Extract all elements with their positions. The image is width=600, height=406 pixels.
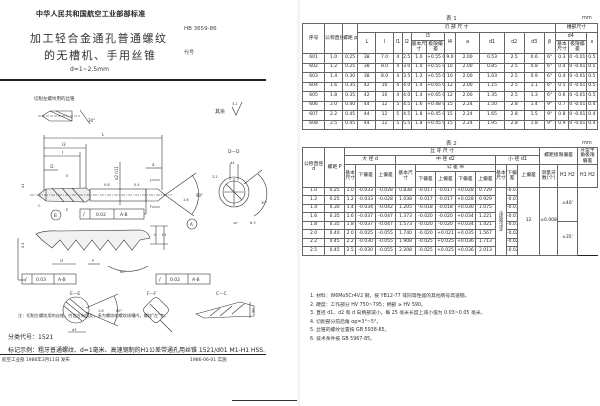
title-line-2: 的无槽机、手用丝锥	[44, 49, 157, 62]
svg-text:l: l	[62, 150, 63, 155]
note-5: 5. 丝锥的螺纹位置按 GB 5938-85。	[310, 328, 390, 333]
header-rule	[0, 79, 266, 81]
svg-text:l3: l3	[62, 142, 66, 147]
note-3: 3. 直径 d1、d2 和 d 向柄部减小，每 25 毫米长度上减小值为 0.0…	[310, 311, 486, 316]
issue-date: 航空工业部 1986年3月11日 发布	[2, 358, 70, 363]
tolerance-frame-2: / 0.03 A-B	[21, 273, 77, 285]
svg-text:l3: l3	[60, 259, 63, 263]
svg-text:/: /	[25, 277, 27, 283]
svg-text:D—D: D—D	[228, 149, 240, 155]
svg-text:E: E	[66, 174, 68, 178]
svg-text:d1: d1	[21, 184, 25, 188]
page-gutter	[297, 0, 301, 406]
svg-text:30°: 30°	[88, 118, 95, 123]
roughness-label: 其余	[215, 108, 225, 115]
title-line-1: 加工轻合金通孔普通螺纹	[30, 32, 168, 45]
svg-text:0.03: 0.03	[36, 277, 46, 283]
technical-notes: 1. 材料：W6Mo5Cr4V2 钢，按 YB12-77 或同等性能的其他牌号高…	[310, 293, 485, 344]
tolerance-frame-3: / 0.02 A-B	[155, 273, 211, 285]
organization-header: 中华人民共和国航空工业部部标准	[36, 10, 146, 18]
svg-text:3.2: 3.2	[232, 102, 238, 106]
svg-text:1.6: 1.6	[98, 309, 104, 313]
svg-text:A: A	[190, 222, 193, 227]
note-1: 1. 材料：W6Mo5Cr4V2 钢，按 YB12-77 或同等性能的其他牌号高…	[310, 294, 470, 299]
table1-unit: mm	[582, 15, 592, 21]
table2-unit: mm	[582, 140, 592, 146]
svg-text:E—E: E—E	[70, 291, 80, 297]
svg-text:6.3: 6.3	[250, 221, 256, 225]
svg-text:C—C: C—C	[216, 291, 227, 297]
svg-text:0.8: 0.8	[104, 183, 110, 187]
left-page: 中华人民共和国航空工业部部标准 HB 3659-86 代号 加工轻合金通孔普通螺…	[0, 0, 298, 406]
svg-text:0.02: 0.02	[96, 212, 106, 218]
table-1: 序号 公称直径 d 螺距 p 刃 部 尺 寸 槽部尺寸 L l l1 l2 l3…	[301, 23, 599, 130]
svg-text:60°: 60°	[120, 270, 126, 274]
svg-text:F—F: F—F	[147, 291, 157, 297]
svg-text:C: C	[38, 204, 41, 208]
drawing-note: 注：切削左螺纹用的丝锥，刃齿方向相反，多为螺纹的螺纹线槽内，螺纹"左"字。	[18, 313, 169, 318]
svg-text:E: E	[66, 208, 68, 212]
table-2: 公称直径 d 螺距 P 丝 牙 尺 寸 螺距极限偏差 牙型半角极限偏差 大 径 …	[301, 146, 599, 256]
svg-text:90°: 90°	[196, 193, 203, 198]
svg-text:h1: h1	[162, 233, 166, 237]
tolerance-frame-1: / 0.02 A-B	[79, 201, 147, 220]
svg-text:d2 h11: d2 h11	[114, 166, 119, 180]
svg-text:d4: d4	[230, 161, 235, 165]
svg-text:β: β	[252, 308, 255, 313]
marking-example: 标记示例：粗牙普通螺纹、d=1毫米、高速钢制的H1公差带通孔用丝锥 1521/d…	[8, 347, 265, 354]
svg-text:F: F	[150, 205, 152, 209]
svg-text:h: h	[154, 233, 156, 237]
svg-text:a: a	[152, 162, 155, 167]
footer-rule	[0, 354, 266, 355]
svg-text:0.4: 0.4	[21, 242, 25, 248]
svg-text:F: F	[150, 179, 152, 183]
table2-caption: 表 2	[446, 141, 457, 147]
svg-text:40°: 40°	[233, 221, 239, 225]
svg-text:A-B: A-B	[58, 277, 66, 283]
technical-drawing: 切削左螺纹用的丝锥 30° 其余 3.2 L l3	[0, 80, 298, 300]
note-6: 6. 技术条件按 GB 5967-85。	[310, 336, 375, 342]
left-hand-label: 切削左螺纹用的丝锥	[34, 95, 75, 102]
svg-text:60°: 60°	[116, 309, 122, 313]
effective-date: 1986-06-01 实施	[190, 358, 227, 363]
svg-text:A-B: A-B	[192, 277, 200, 283]
right-page: 表 1 mm 序号 公称直径 d 螺距 p 刃 部 尺 寸 槽部尺寸 L l l…	[300, 0, 600, 406]
tap-drawing-svg: 切削左螺纹用的丝锥 30° 其余 3.2 L l3	[17, 95, 267, 297]
replaces-label: 代号	[184, 50, 195, 56]
svg-text:/: /	[83, 212, 85, 218]
svg-text:P: P	[92, 259, 94, 263]
section-views-svg: 1.6 60° d3 β	[62, 293, 255, 333]
svg-text:0.02: 0.02	[170, 277, 180, 283]
classification-code: 分类代号：1521	[8, 334, 54, 341]
svg-text:L: L	[102, 132, 105, 137]
short-rule	[232, 400, 298, 401]
title-range: d=1~2.5mm	[70, 66, 109, 73]
svg-text:3.2: 3.2	[212, 175, 218, 179]
svg-text:A-B: A-B	[120, 212, 128, 218]
svg-text:30°: 30°	[261, 201, 267, 205]
standard-code: HB 3659-86	[184, 26, 217, 32]
svg-text:B: B	[54, 213, 57, 218]
svg-text:1.6: 1.6	[183, 198, 189, 202]
svg-text:0.4: 0.4	[134, 183, 140, 187]
svg-text:d3: d3	[72, 328, 76, 332]
table1-caption: 表 1	[446, 16, 457, 22]
svg-text:l2: l2	[50, 164, 54, 169]
svg-text:/: /	[159, 277, 161, 283]
note-2: 2. 硬度：工作部分 HV 750~795；柄部 ≥ HV 590。	[310, 302, 426, 308]
note-4: 4. 切削部分前后角 αp=3°~5°。	[310, 319, 382, 325]
